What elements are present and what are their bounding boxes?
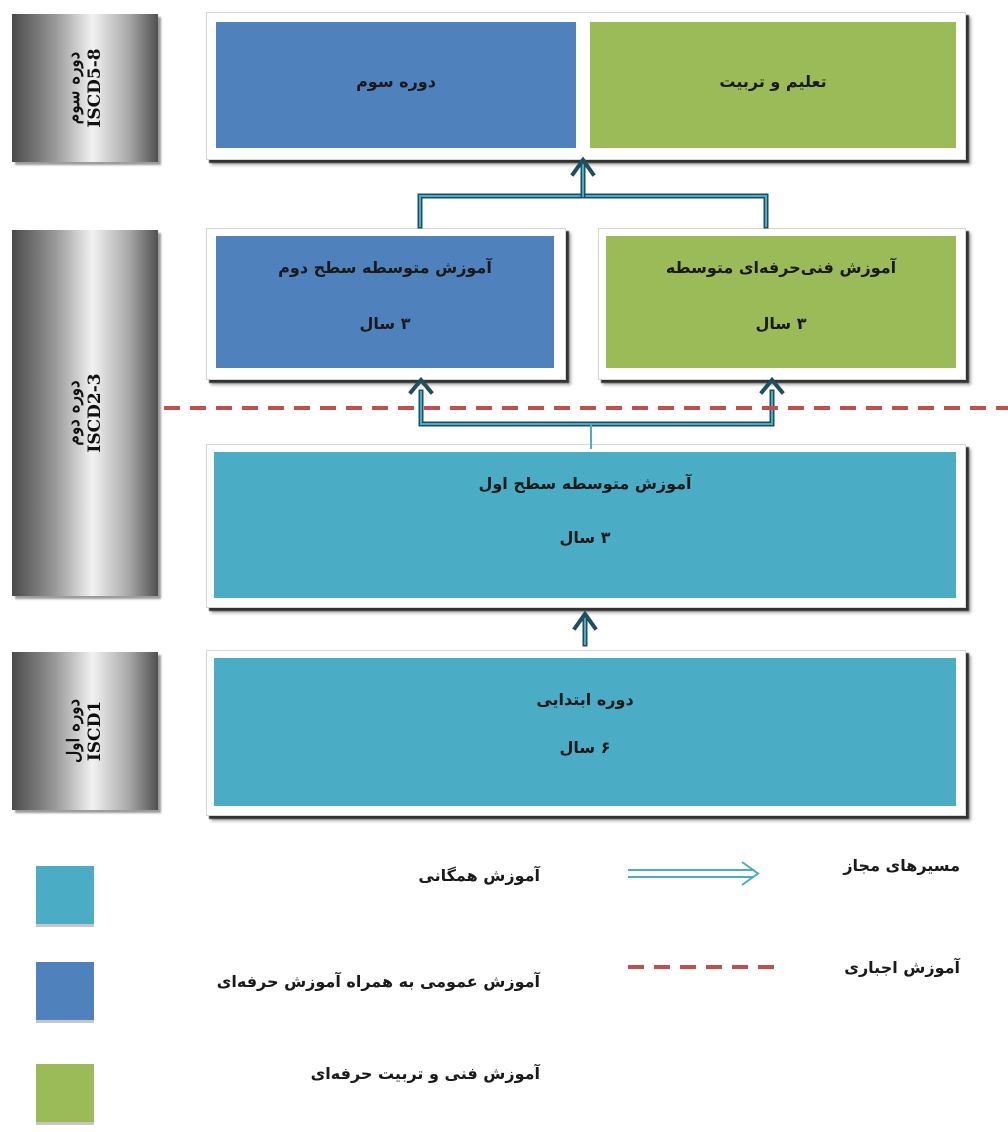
legend-swatch-general bbox=[36, 866, 94, 927]
third-period-title: دوره سوم bbox=[356, 72, 436, 91]
legend-general-vocational-label: آموزش عمومی به همراه آموزش حرفه‌ای bbox=[216, 972, 540, 991]
upper-connector bbox=[417, 156, 769, 229]
upper-secondary-duration: ۳ سال bbox=[359, 314, 411, 333]
vocational-secondary-title: آموزش فنی‌حرفه‌ای متوسطه bbox=[665, 258, 897, 277]
upper-secondary-box: آموزش متوسطه سطح دوم ۳ سال bbox=[216, 236, 554, 368]
legend-technical-vocational-label: آموزش فنی و تربیت حرفه‌ای bbox=[310, 1064, 540, 1083]
third-period-box: دوره سوم bbox=[216, 22, 576, 148]
legend-swatch-general-vocational bbox=[36, 962, 94, 1023]
lower-secondary-duration: ۳ سال bbox=[559, 528, 611, 547]
stage-label-first: دوره اول ISCD1 bbox=[12, 652, 158, 810]
lower-secondary-title: آموزش متوسطه سطح اول bbox=[478, 474, 692, 493]
legend-double-arrow bbox=[628, 861, 760, 886]
primary-arrow bbox=[572, 610, 598, 647]
primary-duration: ۶ سال bbox=[559, 738, 611, 757]
training-title: تعلیم و تربیت bbox=[719, 72, 827, 91]
stage-label-third: دوره سوم ISCD5-8 bbox=[12, 14, 158, 162]
stage-label-second: دوره دوم ISCD2-3 bbox=[12, 230, 158, 596]
lower-secondary-box: آموزش متوسطه سطح اول ۳ سال bbox=[214, 452, 956, 598]
legend-swatch-technical-vocational bbox=[36, 1064, 94, 1125]
training-box: تعلیم و تربیت bbox=[590, 22, 956, 148]
legend-general-label: آموزش همگانی bbox=[418, 866, 540, 885]
legend-allowed-paths-label: مسیرهای مجاز bbox=[843, 856, 960, 875]
vocational-secondary-box: آموزش فنی‌حرفه‌ای متوسطه ۳ سال bbox=[606, 236, 956, 368]
legend-compulsory-label: آموزش اجباری bbox=[844, 958, 960, 977]
upper-secondary-title: آموزش متوسطه سطح دوم bbox=[278, 258, 492, 277]
primary-title: دوره ابتدایی bbox=[536, 690, 634, 709]
vocational-secondary-duration: ۳ سال bbox=[755, 314, 807, 333]
primary-box: دوره ابتدایی ۶ سال bbox=[214, 658, 956, 806]
lower-connector bbox=[408, 376, 785, 449]
